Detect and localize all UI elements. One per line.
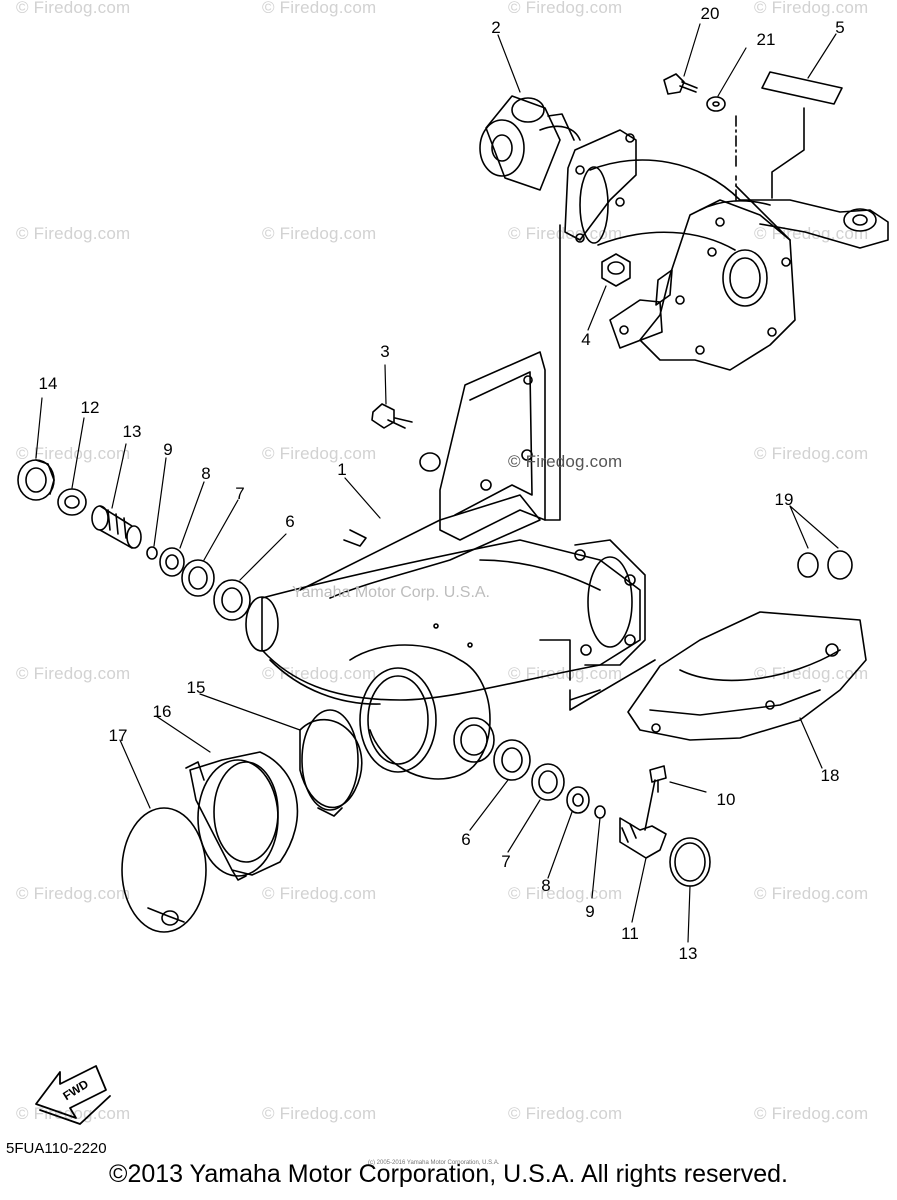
axle-housing [479,95,889,371]
callout-3[interactable]: 3 [380,342,390,361]
callout-20[interactable]: 20 [700,4,720,23]
swingarm [245,494,656,780]
watermark: © Firedog.com [262,664,377,683]
bracket [371,224,561,541]
callout-12[interactable]: 13 [122,422,142,441]
pivot-parts-right [493,739,711,887]
callout-2[interactable]: 2 [491,18,501,37]
watermark: © Firedog.com [16,224,131,243]
callout-8-left[interactable]: 8 [201,464,211,483]
callout-1[interactable]: 1 [337,460,347,479]
watermark: © Firedog.com [754,0,869,17]
watermark: © Firedog.com [16,884,131,903]
callout-7-left[interactable]: 7 [235,484,245,503]
copyright-notice: ©2013 Yamaha Motor Corporation, U.S.A. A… [109,1160,788,1188]
callout-9-left[interactable]: 9 [163,440,173,459]
diagram-watermark: © Firedog.com [508,452,623,471]
watermark: © Firedog.com [508,0,623,17]
callout-4[interactable]: 4 [581,330,591,349]
watermark: © Firedog.com [508,224,623,243]
watermark: © Firedog.com [754,884,869,903]
callout-7-right[interactable]: 7 [501,852,511,871]
watermark: © Firedog.com [262,444,377,463]
watermark: © Firedog.com [262,224,377,243]
callout-9-right[interactable]: 9 [585,902,595,921]
callout-6-left[interactable]: 6 [285,512,295,531]
bolt-washer-label [663,71,843,241]
diagram-part-code: 5FUA110-2220 [6,1140,107,1157]
watermark: © Firedog.com [754,664,869,683]
watermark: © Firedog.com [754,444,869,463]
callout-21[interactable]: 21 [756,30,776,49]
boot-and-bands [121,709,363,933]
callout-15[interactable]: 15 [186,678,206,697]
callout-13-left[interactable]: 14 [38,374,58,393]
fwd-arrow-icon [35,1065,111,1125]
skid-plate [627,550,867,831]
callout-13-right[interactable]: 13 [678,944,698,963]
pivot-parts-left [17,459,251,621]
watermark: © Firedog.com [754,1104,869,1123]
tiny-credit: (c) 2005-2016 Yamaha Motor Corporation, … [368,1160,500,1166]
nut [601,253,631,287]
watermark: © Firedog.com [16,0,131,17]
watermark: © Firedog.com [16,664,131,683]
watermark: © Firedog.com [508,884,623,903]
corp-watermark: Yamaha Motor Corp. U.S.A. [292,584,490,601]
callout-10[interactable]: 11 [621,924,639,943]
watermark: © Firedog.com [262,884,377,903]
callout-8-right[interactable]: 8 [541,876,551,895]
watermark: © Firedog.com [16,444,131,463]
watermark: © Firedog.com [262,0,377,17]
callout-16[interactable]: 17 [108,726,128,745]
callout-17[interactable]: 18 [820,766,840,785]
callout-6-right[interactable]: 6 [461,830,471,849]
watermark: © Firedog.com [262,1104,377,1123]
leader-lines [35,23,839,943]
watermark: © Firedog.com [508,1104,623,1123]
callout-19[interactable]: 10 [716,790,736,809]
callout-18[interactable]: 19 [774,490,794,509]
callout-14[interactable]: 16 [152,702,172,721]
callout-11[interactable]: 12 [80,398,100,417]
callout-5[interactable]: 5 [835,18,845,37]
